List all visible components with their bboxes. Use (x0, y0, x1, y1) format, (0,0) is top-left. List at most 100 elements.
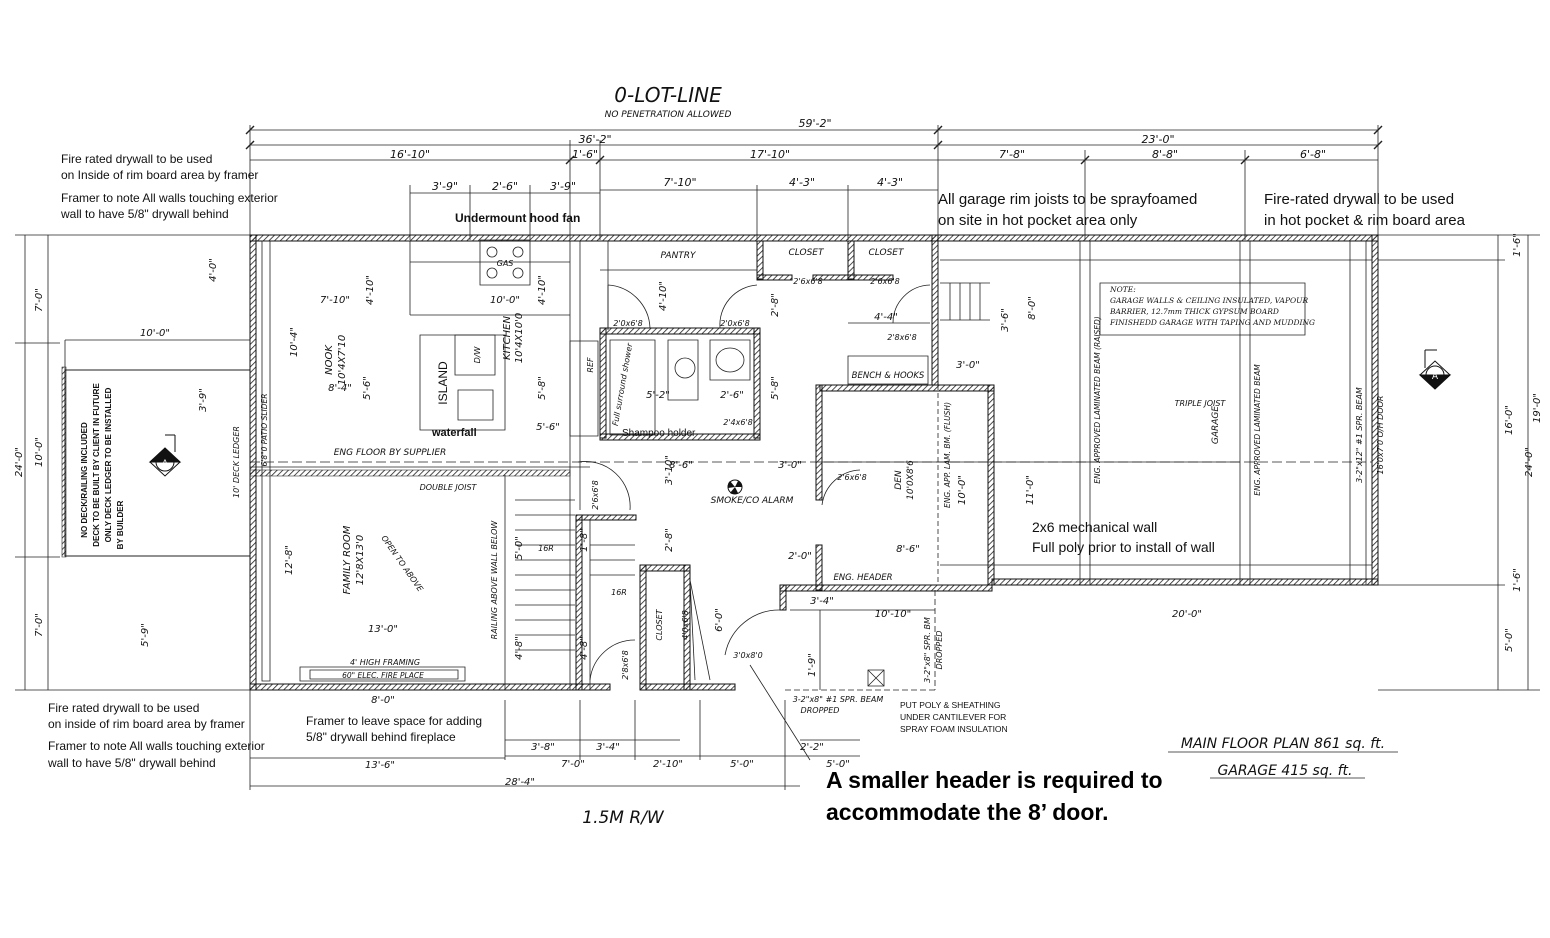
door-4: 2'6x6'8 (870, 277, 900, 286)
room-closet-2: CLOSET (868, 248, 905, 258)
left-dimension-lines (15, 235, 250, 690)
label-double-joist: DOUBLE JOIST (420, 483, 478, 492)
dim-k1: 3'-9" (432, 180, 458, 193)
door-1: 2'0x6'8 (613, 319, 643, 328)
label-gas: GAS (497, 259, 514, 268)
room-nook: NOOK (324, 344, 335, 375)
label-right-of-way: 1.5M R/W (582, 808, 665, 828)
label-garage-door: 16'0x7'0 O/H DOOR (1376, 396, 1385, 475)
note-fire-rated-1: Fire-rated drywall to be used (1264, 191, 1454, 208)
door-11: 2'6x6'8 (591, 480, 600, 510)
dim-inner-vv: 5'-0" (1504, 628, 1515, 652)
dim-bottom-7: 5'-0" (730, 759, 754, 770)
label-fireplace: 60" ELEC. FIRE PLACE (342, 671, 424, 680)
section-marker-left-label: A (162, 459, 169, 469)
beam-note-1: 3-2"x8" #1 SPR. BEAM (793, 695, 884, 704)
dim-inner-ee: 2'-8" (664, 528, 675, 552)
dim-inner-y: 2'-0" (788, 551, 812, 562)
stairs-down: 16R (611, 588, 627, 597)
dim-bottom-1: 3'-8" (531, 742, 555, 753)
label-deck-ledger: 10' DECK LEDGER (232, 426, 241, 498)
door-9: 4'0x6'8 (681, 610, 690, 640)
dim-inner-dd: 1'-8" (579, 528, 590, 552)
dim-inner-z: 20'-0" (1172, 609, 1202, 620)
dim-inner-gg: 4'-8" (579, 636, 590, 660)
dim-inner-s: 3'-10" (664, 455, 675, 485)
label-bench-hooks: BENCH & HOOKS (852, 371, 925, 381)
note-bottom-left-4: wall to have 5/8" drywall behind (47, 756, 216, 770)
dim-g2: 8'-8" (1152, 148, 1178, 161)
label-dishwasher: D/W (473, 346, 482, 364)
dim-bottom-5: 7'-0" (561, 759, 585, 770)
section-marker-right (1418, 350, 1452, 390)
dim-inner-oo: 1'-6" (1512, 568, 1523, 592)
deck-note-3: ONLY DECK LEDGER TO BE INSTALLED (104, 387, 113, 542)
top-dimension-lines (246, 125, 1382, 240)
door-5: 2'8x6'8 (887, 333, 917, 342)
right-dimension-lines (1378, 235, 1540, 690)
dim-inner-mm: 16'-0" (1504, 405, 1515, 435)
dim-inner-h: 3'-6" (1000, 308, 1011, 332)
label-eng-header: ENG. HEADER (833, 573, 892, 583)
dim-inner-m: 5'-6" (362, 376, 373, 400)
room-closet-3: CLOSET (655, 608, 664, 640)
dim-inner-jj: 3'-4" (810, 596, 834, 607)
dim-inner-g: 4'-4" (874, 312, 898, 323)
label-smoke-alarm: SMOKE/CO ALARM (711, 496, 794, 506)
label-island: ISLAND (436, 361, 450, 405)
lot-line-subtitle: NO PENETRATION ALLOWED (605, 110, 732, 120)
label-patio-slider: 6'8"0 PATIO SLIDER (260, 394, 269, 467)
callout-header-2: accommodate the 8’ door. (826, 799, 1108, 825)
note-top-left-3: Framer to note All walls touching exteri… (61, 191, 278, 205)
dim-inner-i: 8'-0" (1027, 296, 1038, 320)
dim-inner-cc: 5'-0" (514, 536, 525, 560)
callout-header-1: A smaller header is required to (826, 767, 1163, 793)
label-fireplace-framing: 4' HIGH FRAMING (350, 658, 420, 667)
bottom-dimension-lines (250, 690, 860, 790)
dim-inner-bb: 12'-8" (284, 545, 295, 575)
note-fireplace-1: Framer to leave space for adding (306, 714, 482, 728)
dim-bottom-3: 2'-2" (800, 742, 824, 753)
note-fireplace-2: 5/8" drywall behind fireplace (306, 730, 456, 744)
note-poly-1: PUT POLY & SHEATHING (900, 700, 1000, 710)
garage-note-3: BARRIER, 12.7mm THICK GYPSUM BOARD (1109, 307, 1279, 316)
note-hood-fan: Undermount hood fan (455, 211, 580, 225)
section-marker-left (148, 435, 182, 477)
note-garage-rim-1: All garage rim joists to be sprayfoamed (938, 191, 1197, 208)
deck-note-4: BY BUILDER (116, 500, 125, 549)
dim-bottom-2: 3'-4" (596, 742, 620, 753)
dim-inner-rr: 24'-0" (14, 447, 25, 477)
exterior-walls (250, 235, 1378, 690)
dim-inner-yy: 4'-0" (208, 258, 219, 282)
garage-note-4: FINISHEDD GARAGE WITH TAPING AND MUDDING (1109, 318, 1315, 327)
label-beam-laminated: ENG. APPROVED LAMINATED BEAM (1253, 364, 1262, 496)
note-poly-2: UNDER CANTILEVER FOR (900, 712, 1006, 722)
room-closet-1: CLOSET (788, 248, 825, 258)
dim-inner-r: 5'-6" (536, 422, 560, 433)
note-top-left-1: Fire rated drywall to be used (61, 152, 212, 166)
note-mech-2: Full poly prior to install of wall (1032, 539, 1215, 555)
dim-inner-o: 5'-2" (646, 390, 670, 401)
dim-inner-c: 10'-0" (490, 295, 520, 306)
note-fire-rated-2: in hot pocket & rim board area (1264, 212, 1466, 229)
stairs-up: 16R (538, 544, 554, 553)
label-eng-flush-beam: ENG. APP. LAM. BM. (FLUSH) (943, 402, 952, 508)
dim-g1: 7'-8" (999, 148, 1025, 161)
label-eng-floor: ENG FLOOR BY SUPPLIER (334, 448, 447, 458)
label-railing: RAILING ABOVE WALL BELOW (490, 520, 499, 640)
overall-width-dim: 59'-2" (798, 117, 831, 130)
dim-seg-b: 1'-6" (572, 148, 598, 161)
label-open-to-above: OPEN TO ABOVE (379, 534, 425, 594)
door-3: 2'6x6'8 (793, 277, 823, 286)
note-garage-rim-2: on site in hot pocket area only (938, 212, 1138, 229)
label-spr-beam: 3-2"x12" #1 SPR. BEAM (1355, 387, 1364, 483)
dim-inner-ff: 4'-8" (514, 636, 525, 660)
room-den-size: 10'0X8'6 (906, 460, 916, 500)
beam-note-1b: DROPPED (801, 706, 840, 715)
dim-inner-xx: 3'-9" (198, 388, 209, 412)
room-family-size: 12'8X13'0 (355, 535, 366, 586)
dim-seg-a: 16'-10" (390, 148, 430, 161)
room-nook-size: 10'4X7'10 (337, 335, 348, 386)
dim-garage-width: 23'-0" (1141, 133, 1174, 146)
